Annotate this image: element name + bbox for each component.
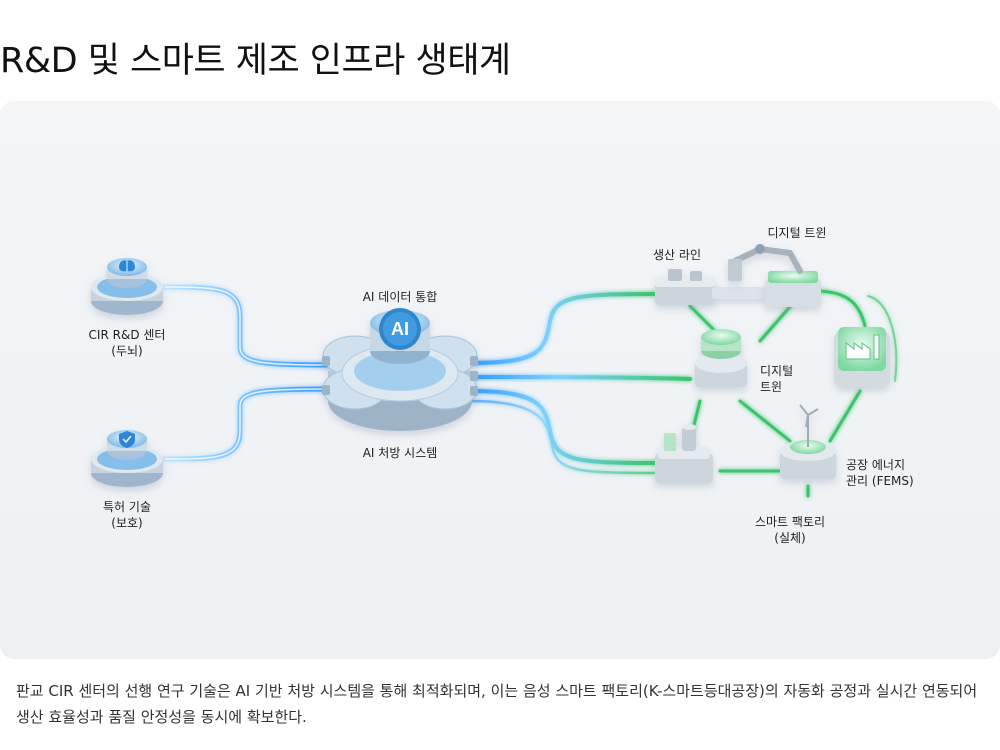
label-digital-twin-mid: 디지털 트윈 — [760, 363, 793, 395]
node-production-line — [655, 269, 767, 305]
node-patent — [91, 430, 163, 487]
label-ai-prescription: AI 처방 시스템 — [362, 446, 438, 460]
label-production-line: 생산 라인 — [653, 248, 701, 262]
label-fems-line1: 공장 에너지 — [846, 458, 906, 472]
label-patent-line2: (보호) — [111, 516, 143, 530]
label-cir-rnd: CIR R&D 센터 (두뇌) — [89, 327, 166, 359]
label-smart-factory: 스마트 팩토리 (실체) — [755, 514, 825, 546]
diagram-canvas: AI — [91, 244, 898, 498]
caption: 판교 CIR 센터의 선행 연구 기술은 AI 기반 처방 시스템을 통해 최적… — [16, 682, 978, 726]
label-fems-line2: 관리 (FEMS) — [846, 474, 914, 488]
flow-lines-right — [468, 289, 898, 498]
label-smart-factory-line1: 스마트 팩토리 — [754, 515, 826, 529]
label-patent: 특허 기술 (보호) — [103, 499, 151, 531]
label-cir-rnd-line1: CIR R&D 센터 — [88, 328, 166, 342]
page-title: R&D 및 스마트 제조 인프라 생태계 — [0, 41, 511, 81]
node-digital-twin-top — [728, 244, 821, 307]
label-patent-line1: 특허 기술 — [103, 500, 151, 514]
ecosystem-diagram: AI — [0, 101, 1000, 659]
flow-lines-left — [162, 284, 333, 462]
label-cir-rnd-line2: (두뇌) — [111, 344, 143, 358]
label-digital-twin-top: 디지털 트윈 — [767, 226, 827, 240]
node-fems — [834, 327, 890, 387]
node-smart-factory — [780, 404, 836, 479]
label-fems: 공장 에너지 관리 (FEMS) — [846, 457, 914, 489]
label-digital-twin-mid-line2: 트윈 — [760, 380, 783, 394]
node-factory-tanks — [655, 424, 713, 483]
ai-badge: AI — [391, 319, 409, 339]
ai-hub — [322, 308, 478, 431]
label-ai-data-integration: AI 데이터 통합 — [362, 290, 438, 304]
node-cir-rnd — [91, 258, 163, 315]
label-digital-twin-mid-line1: 디지털 — [760, 364, 794, 378]
shield-icon — [119, 431, 135, 448]
brain-icon — [119, 260, 135, 272]
label-smart-factory-line2: (실체) — [774, 531, 806, 545]
node-digital-twin-mid — [695, 329, 747, 387]
